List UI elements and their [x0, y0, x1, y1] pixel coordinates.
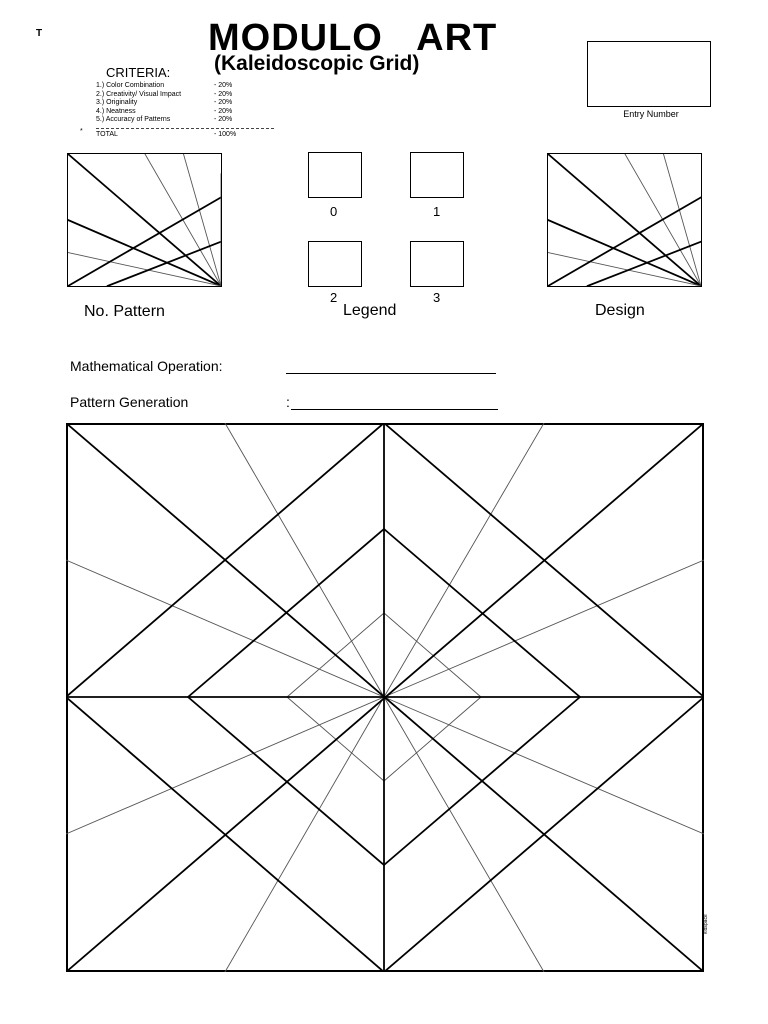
criteria-item-value: - 20% — [214, 107, 233, 115]
design-lines — [547, 153, 702, 287]
legend-box-1[interactable] — [410, 152, 464, 198]
legend-number: 3 — [433, 290, 441, 305]
number-pattern-thumbnail — [67, 153, 222, 287]
legend-box-0[interactable] — [308, 152, 362, 198]
corner-mark: T — [36, 28, 43, 39]
criteria-item-value: - 20% — [214, 99, 233, 106]
number-pattern-lines — [67, 153, 222, 287]
number-pattern-caption: No. Pattern — [84, 303, 165, 320]
page-subtitle: (Kaleidoscopic Grid) — [214, 52, 420, 75]
entry-number-box[interactable] — [587, 41, 711, 107]
legend-box-3[interactable] — [410, 241, 464, 287]
legend-box-2[interactable] — [308, 241, 362, 287]
criteria-total: TOTAL - 100% — [96, 131, 276, 140]
criteria-item-name: 1.) Color Combination — [96, 82, 165, 89]
criteria-item-name: 4.) Neatness — [96, 107, 136, 115]
math-operation-label: Mathematical Operation: — [70, 358, 223, 374]
criteria-item: 3.) Originality - 20% — [96, 99, 276, 108]
page-title: MODULO ART — [208, 17, 498, 59]
pattern-generation-label: Pattern Generation — [70, 394, 189, 410]
criteria-heading: CRITERIA: — [106, 65, 171, 80]
criteria-item-name: 5.) Accuracy of Patterns — [96, 116, 171, 123]
criteria-item: 2.) Creativity/ Visual Impact - 20% — [96, 91, 276, 100]
criteria-item-name: 3.) Originality — [96, 99, 138, 106]
criteria-total-value: - 100% — [214, 130, 237, 138]
criteria-divider — [96, 127, 274, 129]
criteria-item-value: - 20% — [214, 82, 233, 89]
pattern-generation-field[interactable] — [291, 409, 498, 410]
kaleidoscopic-grid-lines — [65, 422, 705, 973]
pattern-generation-colon: : — [286, 394, 290, 410]
criteria-list: 1.) Color Combination - 20% 2.) Creativi… — [96, 82, 276, 139]
design-thumbnail — [547, 153, 702, 287]
kaleidoscopic-grid[interactable] — [65, 422, 705, 973]
bullet-mark: * — [80, 128, 83, 135]
criteria-total-label: TOTAL — [96, 130, 118, 138]
legend-number: 2 — [330, 290, 338, 305]
criteria-item: 4.) Neatness - 20% — [96, 108, 276, 117]
legend-number: 0 — [330, 204, 338, 219]
legend-number: 1 — [433, 204, 441, 219]
design-caption: Design — [595, 302, 645, 319]
criteria-item-name: 2.) Creativity/ Visual Impact — [96, 90, 182, 98]
entry-number-label: Entry Number — [623, 109, 679, 119]
criteria-item-value: - 20% — [214, 116, 233, 123]
legend-caption: Legend — [343, 302, 397, 319]
criteria-item: 1.) Color Combination - 20% — [96, 82, 276, 91]
side-mark: kidspace — [703, 914, 709, 934]
criteria-item-value: - 20% — [214, 90, 233, 98]
criteria-item: 5.) Accuracy of Patterns - 20% — [96, 116, 276, 125]
math-operation-field[interactable] — [286, 373, 496, 374]
